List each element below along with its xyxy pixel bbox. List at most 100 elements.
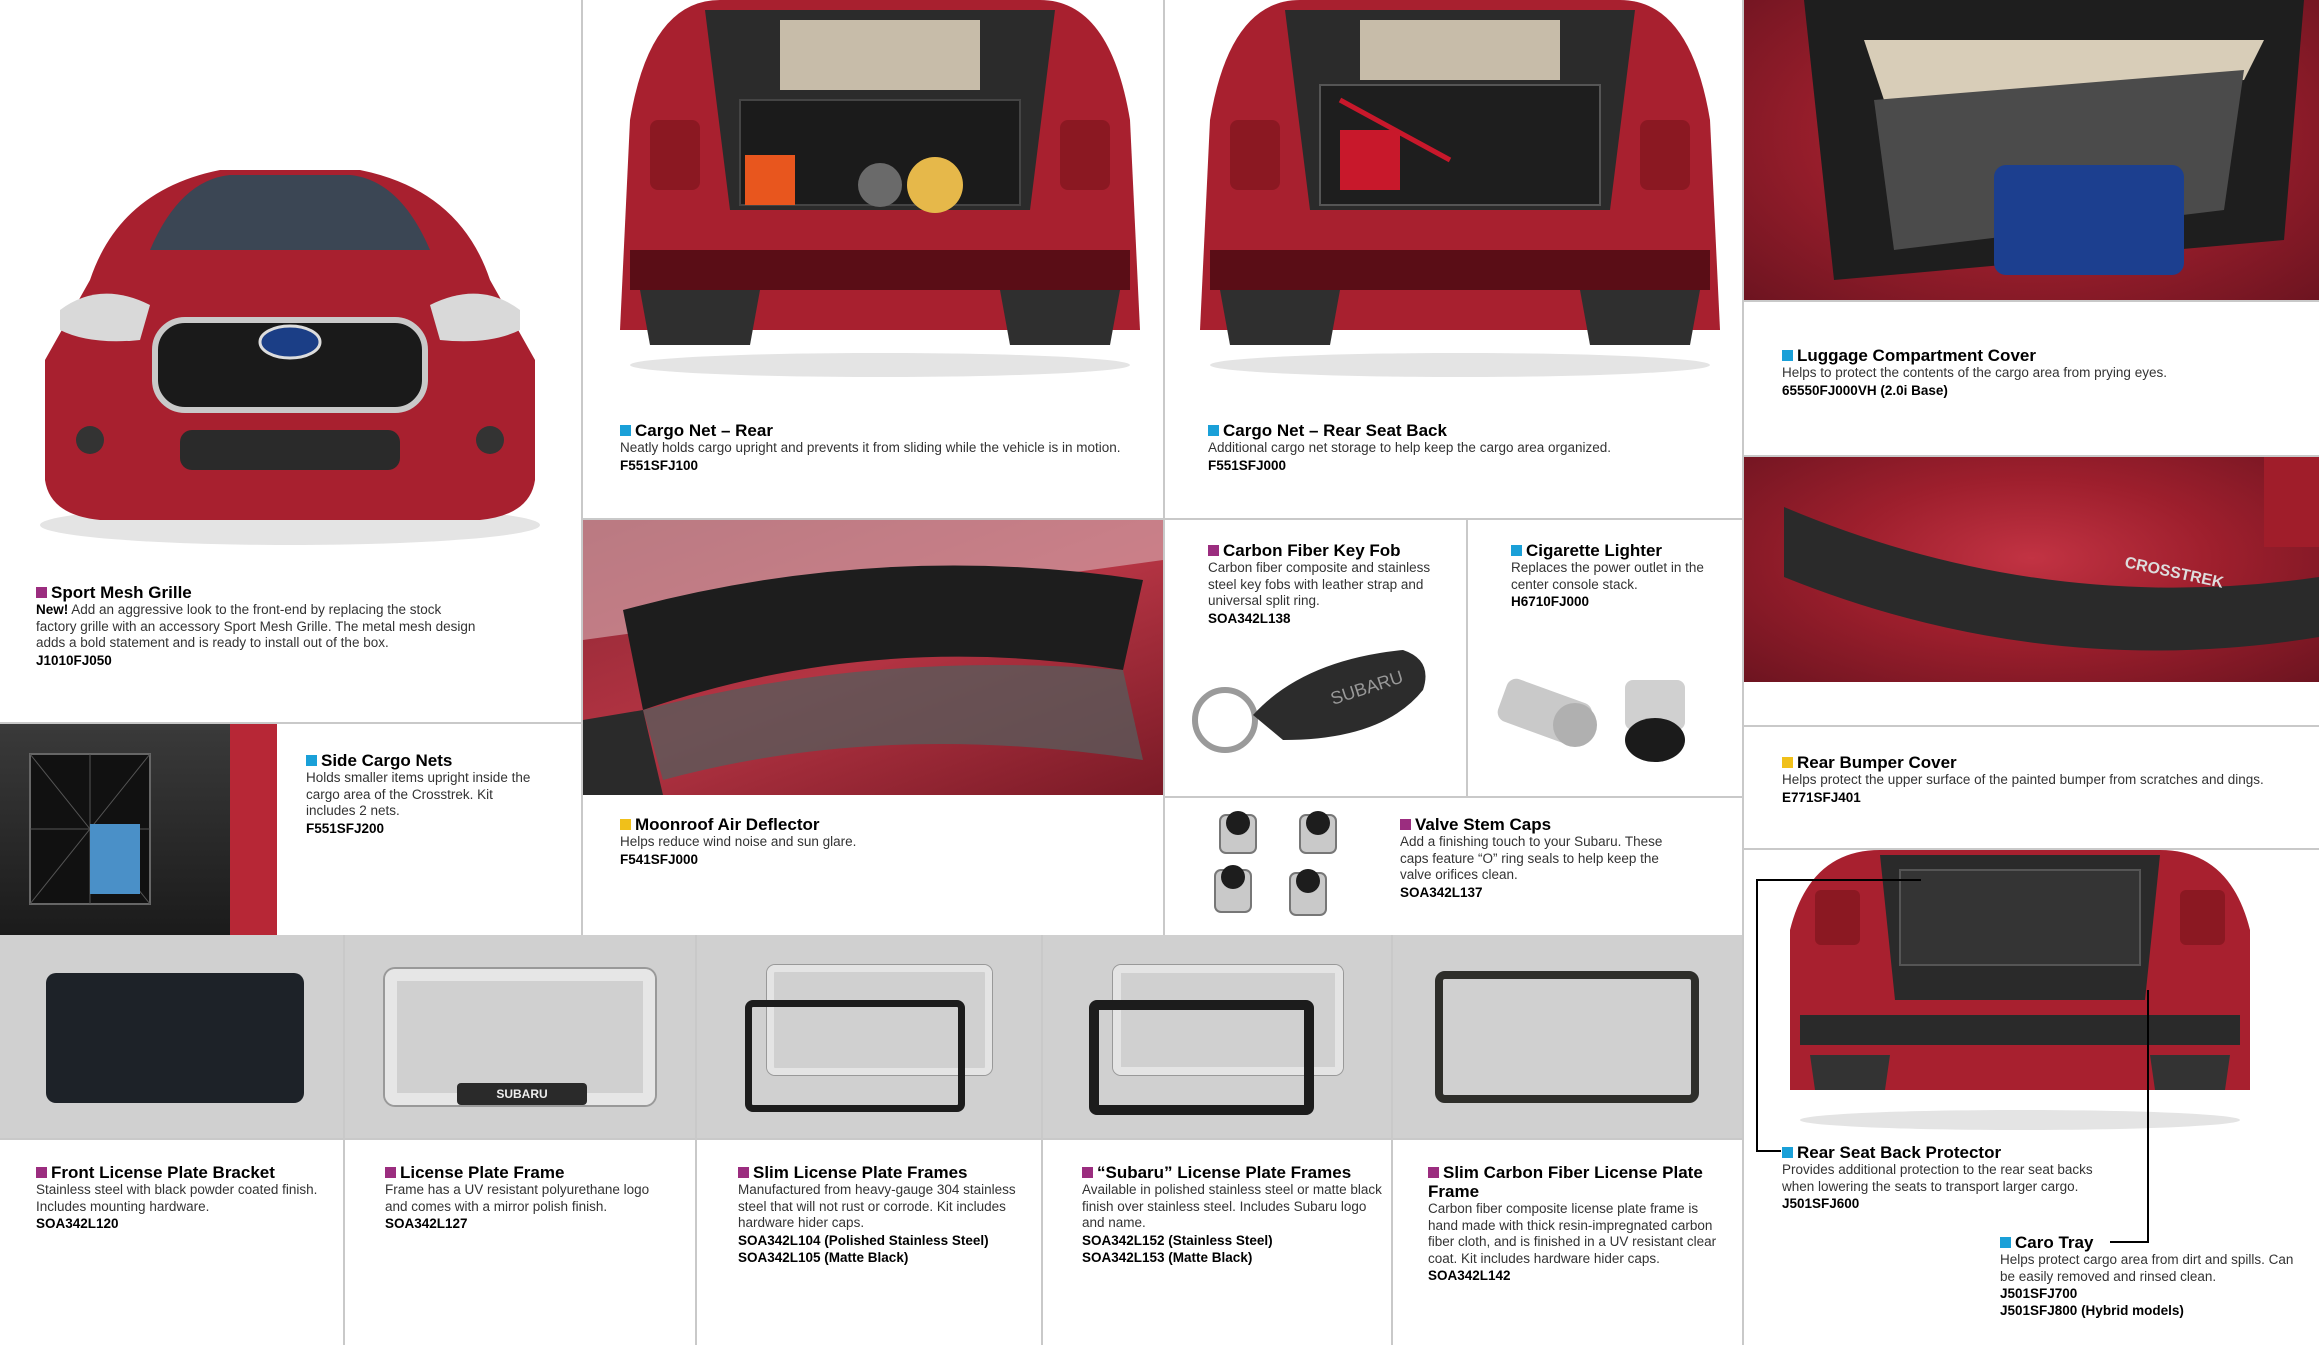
divider <box>343 935 345 1345</box>
cargo-tray-text: Caro Tray Helps protect cargo area from … <box>2000 1233 2300 1319</box>
front-plate-bracket-text: Front License Plate Bracket Stainless st… <box>36 1163 326 1232</box>
part-number: F551SFJ000 <box>1208 457 1287 473</box>
part-number: H6710FJ000 <box>1511 594 1590 609</box>
divider <box>1466 518 1468 796</box>
part-number: J501SFJ700 J501SFJ800 (Hybrid models) <box>2000 1286 2184 1318</box>
divider <box>1041 935 1043 1345</box>
product-description: Available in polished stainless steel or… <box>1082 1182 1382 1230</box>
divider <box>1742 725 2319 727</box>
side-cargo-nets-text: Side Cargo Nets Holds smaller items upri… <box>306 751 546 837</box>
divider <box>1163 0 1165 935</box>
slim-frame-polished-image <box>767 965 992 1075</box>
cargo-net-seat-back-image <box>1190 0 1730 380</box>
product-description: Manufactured from heavy-gauge 304 stainl… <box>738 1182 1016 1230</box>
part-number: F541SFJ000 <box>620 851 699 867</box>
category-square-icon <box>1208 545 1219 556</box>
category-square-icon <box>620 819 631 830</box>
part-number: J501SFJ600 <box>1782 1196 1860 1211</box>
part-number: F551SFJ200 <box>306 820 385 836</box>
cargo-net-rear-image <box>610 0 1150 380</box>
valve-stem-caps-text: Valve Stem Caps Add a finishing touch to… <box>1400 815 1690 901</box>
divider <box>1742 300 2319 302</box>
category-square-icon <box>385 1167 396 1178</box>
product-title: “Subaru” License Plate Frames <box>1082 1163 1382 1182</box>
cargo-tray-image <box>1790 850 2250 1130</box>
luggage-cover-image <box>1744 0 2319 300</box>
front-plate-bracket-image <box>46 973 304 1103</box>
product-description: New! Add an aggressive look to the front… <box>36 602 476 650</box>
product-description: Carbon fiber composite and stainless ste… <box>1208 560 1431 608</box>
rear-seat-back-protector-text: Rear Seat Back Protector Provides additi… <box>1782 1143 2122 1212</box>
product-description: Holds smaller items upright inside the c… <box>306 770 531 818</box>
carbon-frame-photo <box>1393 935 1742 1138</box>
part-number: F551SFJ100 <box>620 457 699 473</box>
product-title: Cigarette Lighter <box>1511 541 1731 560</box>
side-cargo-nets-image <box>0 724 277 935</box>
product-title: Cargo Net – Rear <box>620 421 1160 440</box>
rear-bumper-cover-image: CROSSTREK <box>1744 457 2319 682</box>
moonroof-deflector-text: Moonroof Air Deflector Helps reduce wind… <box>620 815 1140 868</box>
product-title: Front License Plate Bracket <box>36 1163 326 1182</box>
part-number: SOA342L137 <box>1400 884 1483 900</box>
cargo-net-seat-back-text: Cargo Net – Rear Seat Back Additional ca… <box>1208 421 1728 474</box>
product-title: Moonroof Air Deflector <box>620 815 1140 834</box>
sport-mesh-grille-text: Sport Mesh Grille New! Add an aggressive… <box>36 583 476 669</box>
leader-line <box>2110 1241 2149 1243</box>
divider <box>581 0 583 935</box>
category-square-icon <box>306 755 317 766</box>
divider <box>1391 935 1393 1345</box>
part-number: SOA342L142 <box>1428 1268 1511 1283</box>
category-square-icon <box>2000 1237 2011 1248</box>
product-title: Luggage Compartment Cover <box>1782 346 2302 365</box>
part-number: SOA342L127 <box>385 1216 468 1231</box>
product-title: Carbon Fiber Key Fob <box>1208 541 1448 560</box>
divider <box>0 1138 1742 1140</box>
divider <box>581 518 1742 520</box>
product-description: Carbon fiber composite license plate fra… <box>1428 1201 1717 1266</box>
divider <box>695 935 697 1345</box>
category-square-icon <box>738 1167 749 1178</box>
category-square-icon <box>1400 819 1411 830</box>
rear-bumper-cover-text: Rear Bumper Cover Helps protect the uppe… <box>1782 753 2302 806</box>
subaru-frames-photo <box>1043 935 1391 1138</box>
leader-line <box>2147 990 2149 1242</box>
product-description: Helps protect cargo area from dirt and s… <box>2000 1252 2294 1284</box>
category-square-icon <box>36 587 47 598</box>
divider <box>1163 796 1742 798</box>
category-square-icon <box>1782 350 1793 361</box>
plate-logo-strip: SUBARU <box>457 1083 587 1105</box>
product-title: Rear Seat Back Protector <box>1782 1143 2122 1162</box>
cigarette-lighter-image <box>1490 665 1710 775</box>
slim-frame-black-image <box>745 1000 965 1112</box>
category-square-icon <box>1082 1167 1093 1178</box>
slim-carbon-plate-frame-text: Slim Carbon Fiber License Plate Frame Ca… <box>1428 1163 1718 1284</box>
plate-bracket-photo <box>0 935 343 1138</box>
product-title: Sport Mesh Grille <box>36 583 476 602</box>
product-title: Slim Carbon Fiber License Plate Frame <box>1428 1163 1703 1201</box>
product-description: Replaces the power outlet in the center … <box>1511 560 1704 592</box>
part-number: SOA342L120 <box>36 1216 119 1231</box>
category-square-icon <box>1208 425 1219 436</box>
product-title: Side Cargo Nets <box>306 751 546 770</box>
product-description: Helps protect the upper surface of the p… <box>1782 772 2264 787</box>
leader-line <box>1756 879 1921 881</box>
divider <box>1742 455 2319 457</box>
moonroof-deflector-image <box>583 520 1163 795</box>
carbon-key-fob-text: Carbon Fiber Key Fob Carbon fiber compos… <box>1208 541 1448 627</box>
part-number: 65550FJ000VH (2.0i Base) <box>1782 382 1948 398</box>
license-plate-frame-text: License Plate Frame Frame has a UV resis… <box>385 1163 675 1232</box>
carbon-key-fob-image: SUBARU <box>1183 630 1433 770</box>
divider <box>1742 0 1744 1345</box>
product-description: Additional cargo net storage to help kee… <box>1208 440 1612 455</box>
luggage-cover-text: Luggage Compartment Cover Helps to prote… <box>1782 346 2302 399</box>
part-number: SOA342L152 (Stainless Steel) SOA342L153 … <box>1082 1232 1273 1265</box>
carbon-frame-image <box>1435 971 1699 1103</box>
license-plate-frame-image: SUBARU <box>385 969 655 1105</box>
product-description: Helps reduce wind noise and sun glare. <box>620 834 857 849</box>
slim-plate-frames-text: Slim License Plate Frames Manufactured f… <box>738 1163 1028 1266</box>
divider <box>0 722 581 724</box>
product-title: Valve Stem Caps <box>1400 815 1690 834</box>
leader-line <box>1756 879 1758 1151</box>
part-number: E771SFJ401 <box>1782 789 1861 805</box>
product-description: Add a finishing touch to your Subaru. Th… <box>1400 834 1663 882</box>
